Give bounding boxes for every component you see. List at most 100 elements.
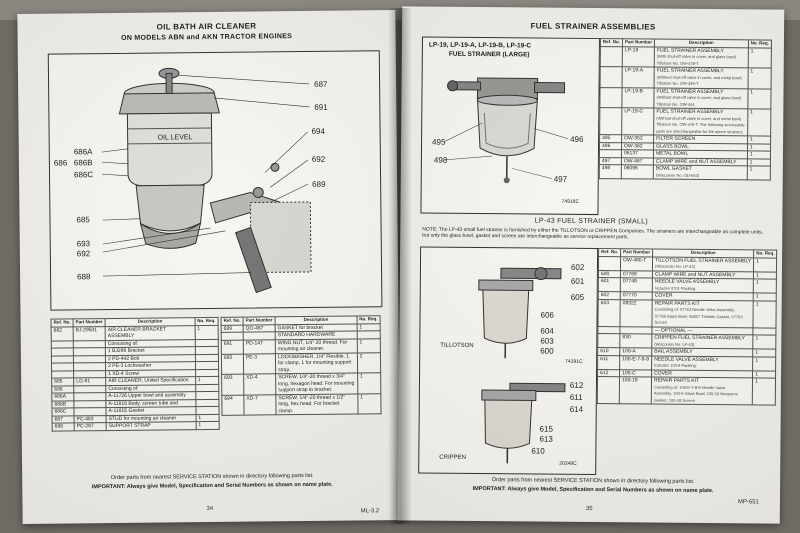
callout: 602 xyxy=(570,262,585,272)
cell-part: 07768 xyxy=(620,270,653,279)
air-cleaner-drawing: OIL LEVEL xyxy=(101,67,312,294)
cell-ref: 691 xyxy=(221,339,244,354)
right-footer-line2: IMPORTANT: Always give Model, Specificat… xyxy=(472,485,714,495)
cell-qty: 1 xyxy=(747,47,772,69)
large-strainer-figure: LP-19, LP-19-A, LP-19-B, LP-19-C FUEL ST… xyxy=(420,36,600,216)
cell-desc: BOWL GASKET(Wisconsin No. OD-653) xyxy=(653,165,748,180)
cell-part: LP-19-B xyxy=(621,87,655,109)
cell-desc: SCREW, 1/4"-20 thread x 1/2" long, hex h… xyxy=(275,393,358,415)
tillotson-label: TILLOTSON xyxy=(440,342,474,349)
cell-ref: 601 xyxy=(598,277,621,292)
cell-qty: 1 xyxy=(753,278,777,294)
callout: 604 xyxy=(540,326,554,336)
cell-qty: 1 xyxy=(753,271,777,280)
cell-part: 06096 xyxy=(621,164,654,180)
cell-part: 100-A xyxy=(619,347,652,356)
cell-part: OW-362 xyxy=(621,142,654,151)
cell-part: 100-19 xyxy=(619,376,652,405)
cell-qty: 1 xyxy=(747,150,771,159)
callout: 613 xyxy=(539,434,553,444)
section2-title: LP-43 FUEL STRAINER (SMALL) xyxy=(534,217,649,226)
col-part: Part Number xyxy=(243,316,276,325)
cell-desc: CLAMP WIRE and NUT ASSEMBLY xyxy=(652,270,754,279)
cell-qty: 1 xyxy=(194,324,219,340)
left-footer-line2: IMPORTANT: Always give Model, Specificat… xyxy=(91,481,333,491)
large-strainer-drawing xyxy=(443,77,569,184)
cell-desc: AIR CLEANER BRACKET ASSEMBLY xyxy=(105,325,195,341)
cell-part: 06137 xyxy=(621,149,654,158)
callout: 612 xyxy=(569,380,584,390)
callout: 692 xyxy=(76,249,91,259)
cell-desc-main: AIR CLEANER BRACKET ASSEMBLY xyxy=(107,325,166,340)
callout: 605 xyxy=(570,292,585,302)
callout: 615 xyxy=(539,424,553,434)
right-page-number: 35 xyxy=(585,505,593,513)
cell-ref xyxy=(597,333,620,348)
cell-desc-sub: Consisting of: 07763 Needle Valve Assemb… xyxy=(654,306,743,325)
col-qty: No. Req. xyxy=(194,317,219,326)
col-part: Part Number xyxy=(622,38,655,47)
cell-ref xyxy=(597,376,620,404)
cell-ref: 495 xyxy=(599,134,622,143)
cell-desc: WING NUT, 1/4"-20 thread. For mounting a… xyxy=(275,338,358,354)
left-page: OIL BATH AIR CLEANER ON MODELS ABN and A… xyxy=(17,10,401,524)
cell-part: LP-19 xyxy=(622,46,655,68)
col-ref: Ref. No. xyxy=(221,317,244,325)
left-page-code: ML-3.2 xyxy=(360,508,380,515)
col-qty: No. Req. xyxy=(356,315,381,324)
lp43-note: NOTE: The LP-43 small fuel strainer is f… xyxy=(422,226,764,241)
callout: 611 xyxy=(569,392,583,402)
small-strainer-drawing xyxy=(478,267,566,464)
cell-ref: 694 xyxy=(221,394,245,416)
col-qty: No. Req. xyxy=(753,249,778,258)
cell-desc: SCREW, 1/4"-20 thread x 3/4" long, hexag… xyxy=(275,372,358,395)
cell-qty: 1 xyxy=(747,88,772,110)
cell-ref: 603 xyxy=(597,299,621,327)
cell-desc-main: COVER xyxy=(654,370,672,377)
cell-ref: 612 xyxy=(597,369,620,377)
callout: 692 xyxy=(311,154,326,164)
cell-desc-sub: (With shut-off valve in cover, and glass… xyxy=(656,53,736,66)
left-title-line1: OIL BATH AIR CLEANER xyxy=(156,21,257,32)
cell-desc-main: AIR CLEANER, United Specification xyxy=(108,377,189,385)
cell-part: LP-19-C xyxy=(621,107,654,136)
cell-qty: 1 xyxy=(747,108,771,137)
col-qty: No. Req. xyxy=(748,39,772,48)
cell-qty: 1 xyxy=(747,67,772,89)
callout: 687 xyxy=(314,79,328,89)
oil-level-label: OIL LEVEL xyxy=(158,134,193,141)
cell-qty: 1 xyxy=(195,421,220,430)
col-part: Part Number xyxy=(73,318,106,327)
cell-ref xyxy=(599,107,622,135)
callout: 685 xyxy=(76,215,90,225)
callout: 495 xyxy=(432,137,446,147)
cell-desc: SUPPORT STRAP xyxy=(106,421,196,431)
cell-desc: CRIPPEN FUEL STRAINER ASSEMBLY(Wisconsin… xyxy=(651,334,754,349)
cell-desc: FUEL STRAINER ASSEMBLY(Without shut-off … xyxy=(653,108,748,136)
callout: 693 xyxy=(76,239,91,249)
callout: 496 xyxy=(570,134,584,144)
cell-desc: FUEL STRAINER ASSEMBLY(Without shut-off … xyxy=(653,87,748,109)
cell-desc-main: CLAMP WIRE and NUT ASSEMBLY xyxy=(655,158,737,165)
cell-part: PE-3 xyxy=(243,353,276,375)
cell-desc-sub: (Without shut-off valve in cover, and gl… xyxy=(656,94,742,107)
cell-part: OW-352 xyxy=(621,134,654,143)
cell-qty: 1 xyxy=(747,135,771,144)
cell-desc-sub: (Wisconsin No. OD-653) xyxy=(655,172,700,178)
parts-table-left: Ref. No. Part Number Description No. Req… xyxy=(50,316,220,432)
cell-desc-main: BAIL ASSEMBLY xyxy=(654,348,693,355)
right-page: FUEL STRAINER ASSEMBLIES LP-19, LP-19-A,… xyxy=(397,6,785,524)
cell-qty: 1 xyxy=(356,338,381,353)
cell-qty: 1 xyxy=(752,370,777,379)
